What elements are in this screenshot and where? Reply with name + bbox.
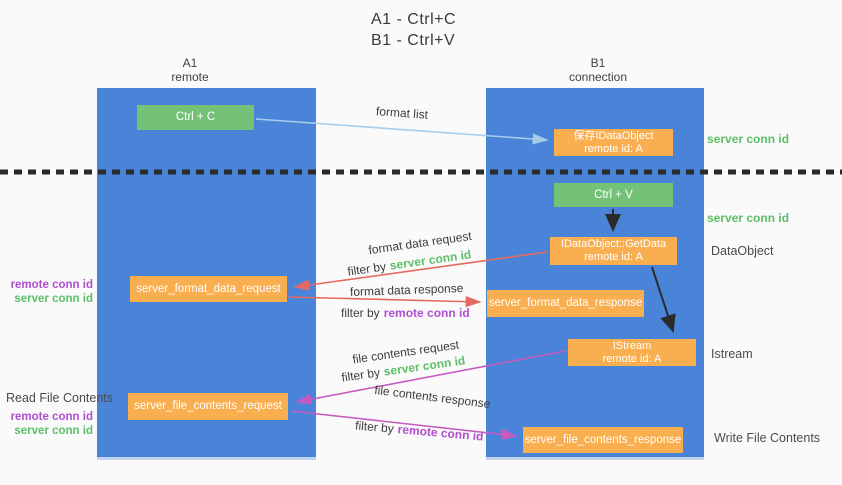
annotation-remote-conn-id-1: remote conn id (10, 279, 93, 291)
title-line-2: B1 - Ctrl+V (371, 32, 456, 49)
node-server-format-data-response: server_format_data_response (487, 290, 644, 317)
node-format-request-label: server_format_data_request (136, 282, 281, 295)
node-getdata-line2: remote id: A (584, 251, 643, 263)
node-istream-line2: remote id: A (602, 352, 662, 365)
node-getdata-line1: IDataObject::GetData (560, 238, 667, 250)
annotation-server-conn-id-mid: server conn id (707, 211, 790, 225)
node-ctrl-c-label: Ctrl + C (175, 111, 216, 123)
annotation-read-file-contents: Read File Contents (6, 391, 114, 405)
node-save-dataobject-line2: remote id: A (584, 142, 643, 155)
remote-conn-id-text: remote conn id (383, 306, 470, 320)
node-save-dataobject-line1: 保存IDataObject (573, 129, 654, 142)
annotation-conn-ids-format: remote conn id server conn id (0, 278, 93, 306)
label-format-list: format list (375, 104, 429, 122)
label-file-contents-response: file contents response (373, 382, 492, 412)
title-line-1: A1 - Ctrl+C (371, 11, 457, 28)
annotation-dataobject: DataObject (711, 244, 774, 258)
filter-by-text: filter by (340, 365, 381, 385)
diagram-title: A1 - Ctrl+C B1 - Ctrl+V (371, 9, 456, 51)
node-file-request-label: server_file_contents_request (134, 400, 282, 412)
node-server-file-contents-response: server_file_contents_response (523, 427, 683, 453)
annotation-remote-conn-id-2: remote conn id (10, 411, 93, 423)
annotation-server-conn-id-1: server conn id (14, 293, 93, 305)
node-server-file-contents-request: server_file_contents_request (128, 393, 288, 420)
node-istream-line1: IStream (612, 339, 652, 352)
node-file-response-label: server_file_contents_response (524, 433, 682, 446)
annotation-server-conn-id-top: server conn id (707, 132, 790, 146)
filter-by-text: filter by (341, 306, 380, 320)
annotation-write-file-contents: Write File Contents (714, 431, 821, 445)
annotation-server-conn-id-2: server conn id (14, 425, 93, 437)
filter-by-text: filter by (354, 418, 395, 436)
node-server-format-data-request: server_format_data_request (130, 276, 287, 302)
label-format-data-response: format data response (349, 281, 464, 299)
node-istream: IStream remote id: A (568, 339, 696, 366)
filter-by-text: filter by (346, 259, 387, 279)
node-format-response-label: server_format_data_response (488, 297, 643, 309)
node-save-dataobject: 保存IDataObject remote id: A (554, 129, 673, 156)
lane-b1-role: connection (568, 70, 628, 84)
lane-header-a1: A1 remote (135, 56, 245, 84)
annotation-conn-ids-file: remote conn id server conn id (0, 410, 93, 438)
lane-b1-name: B1 (590, 56, 606, 70)
node-ctrl-v: Ctrl + V (554, 183, 673, 207)
lane-a1-name: A1 (182, 56, 198, 70)
node-ctrl-c: Ctrl + C (137, 105, 254, 130)
annotation-istream: Istream (711, 347, 753, 361)
node-idataobject-getdata: IDataObject::GetData remote id: A (550, 237, 677, 265)
remote-conn-id-text: remote conn id (397, 422, 485, 444)
node-ctrl-v-label: Ctrl + V (594, 188, 633, 201)
lane-a1-role: remote (171, 70, 209, 84)
lane-header-b1: B1 connection (543, 56, 653, 84)
